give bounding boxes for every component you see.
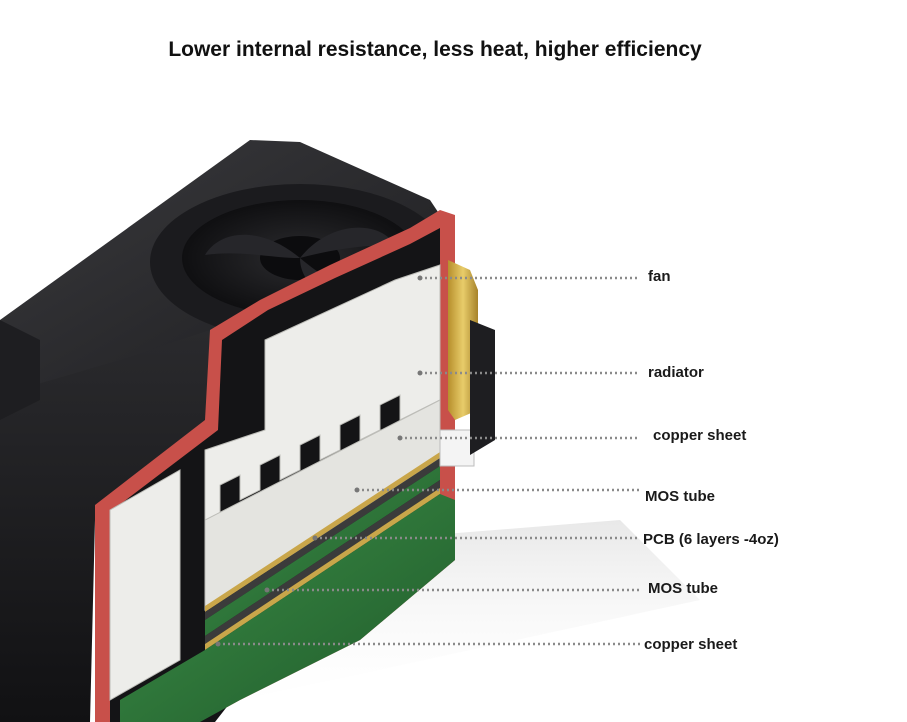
- pcb-exposed: [120, 494, 455, 722]
- leader-dot-pcb: [312, 535, 318, 541]
- callout-label-mos-tube-bottom: MOS tube: [648, 580, 718, 597]
- leader-dot-radiator: [417, 370, 423, 376]
- callout-label-fan: fan: [648, 268, 671, 285]
- radiator-left-slab: [109, 469, 181, 701]
- callout-label-pcb: PCB (6 layers -4oz): [643, 531, 779, 548]
- housing-ridge: [0, 320, 40, 420]
- copper-sheet-bottom-layer: [205, 488, 440, 650]
- pcb-layer: [205, 466, 440, 636]
- housing-side: [0, 330, 215, 722]
- leader-lines: [215, 275, 640, 647]
- connector: [439, 429, 475, 467]
- copper-sheet-top-layer: [205, 452, 440, 612]
- leader-dot-copper-sheet-top: [397, 435, 403, 441]
- leader-dot-mos-tube-top: [354, 487, 360, 493]
- callout-label-copper-sheet-bottom: copper sheet: [644, 636, 738, 653]
- mos-tube-bottom-layer: [205, 480, 440, 644]
- leader-dot-copper-sheet-bottom: [215, 641, 221, 647]
- mos-tube-top-layer: [205, 458, 440, 620]
- callout-label-copper-sheet-top: copper sheet: [653, 427, 747, 444]
- leader-dot-fan: [417, 275, 423, 281]
- callout-label-mos-tube-top: MOS tube: [645, 488, 715, 505]
- leader-dot-mos-tube-bottom: [264, 587, 270, 593]
- callout-label-radiator: radiator: [648, 364, 704, 381]
- fan-blade: [205, 234, 300, 258]
- radiator-body: [204, 264, 441, 521]
- page-title: Lower internal resistance, less heat, hi…: [168, 38, 702, 61]
- end-cap: [470, 320, 495, 455]
- fan-blade: [300, 227, 395, 258]
